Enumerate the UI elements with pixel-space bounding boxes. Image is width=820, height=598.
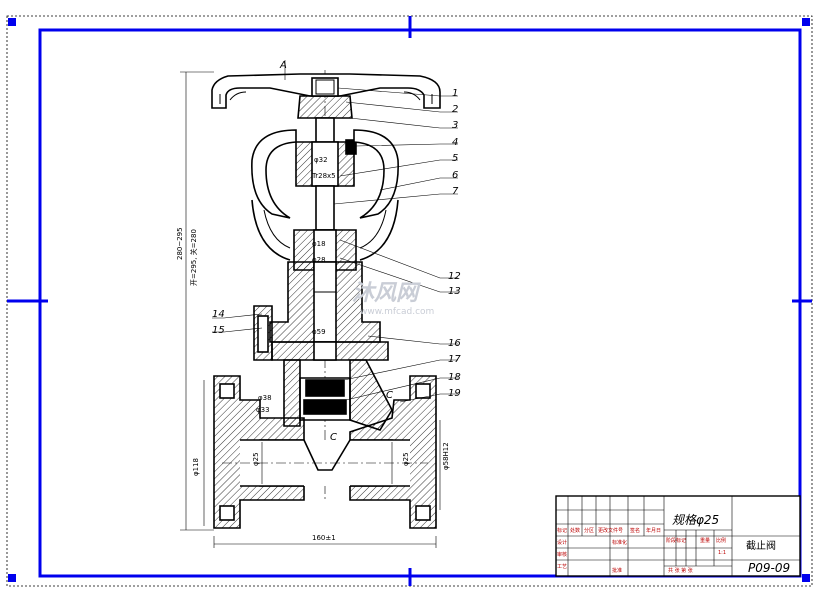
part-number-1: 1: [452, 88, 458, 99]
tb-sheet-label: 共 张 第 张: [668, 567, 693, 574]
watermark: 沐风网 www.mfcad.com: [352, 281, 434, 317]
tb-header-3: 更改文件号: [598, 527, 623, 534]
leader-lines: [212, 87, 458, 403]
part-number-19: 19: [448, 388, 461, 399]
part-number-2: 2: [452, 104, 458, 115]
valve-drawing: [211, 70, 441, 529]
dim-flange-od: φ118: [192, 458, 200, 476]
dim-height-note: 开=295, 关=280: [189, 229, 198, 286]
dim-bore-left: φ25: [252, 452, 260, 466]
title-block: 规格φ25 截止阀 P09-09 1:1 标记 处数 分区 更改文件号 签名 年…: [555, 495, 801, 577]
stem-mid: [315, 185, 335, 231]
dimension-texts: 280~295 开=295, 关=280 φ32 Tr28x5 φ18 φ28 …: [176, 156, 450, 542]
view-mark-a: A: [279, 60, 287, 71]
view-mark-c-right: C: [386, 390, 393, 401]
body-left-wall: [283, 359, 301, 427]
watermark-url: www.mfcad.com: [360, 307, 434, 317]
corner-marks: [8, 18, 810, 582]
centering-marks: [7, 16, 812, 586]
part-numbers: 1 2 3 4 5 6 7 12 13 14 15 16 17 18 19: [212, 88, 461, 399]
yoke: [251, 129, 297, 219]
dim-height-range: 280~295: [176, 227, 184, 260]
part-number-6: 6: [452, 170, 458, 181]
dim-disc2: φ33: [256, 406, 270, 414]
title-block-spec: 规格φ25: [672, 513, 719, 527]
tb-row-1: 审核: [557, 551, 567, 558]
tb-header-5: 年月日: [646, 527, 661, 534]
handwheel-hub: [297, 95, 353, 119]
dim-stem-upper: φ32: [314, 156, 328, 164]
tb-approve-label: 批准: [612, 567, 622, 574]
part-number-3: 3: [452, 120, 458, 131]
dim-disc1: φ38: [258, 394, 272, 402]
title-block-code: P09-09: [748, 561, 790, 575]
tb-weight-label: 重量: [700, 537, 710, 544]
dim-stem-mid1: φ18: [312, 240, 326, 248]
part-number-12: 12: [448, 271, 461, 282]
part-number-18: 18: [448, 372, 461, 383]
dim-stem-mid2: φ28: [312, 256, 326, 264]
part-number-7: 7: [452, 186, 459, 197]
part-number-13: 13: [448, 286, 461, 297]
tb-scale-label: 比例: [716, 537, 726, 544]
part-number-4: 4: [452, 137, 458, 148]
title-block-scale: 1:1: [718, 550, 726, 556]
dimension-lines: [180, 60, 441, 548]
tb-row-0: 设计: [557, 539, 567, 546]
tb-header-2: 分区: [584, 527, 594, 534]
dim-length: 160±1: [312, 534, 336, 542]
title-block-name: 截止阀: [746, 539, 776, 552]
dim-flange-pcd: φ58H12: [442, 442, 450, 470]
tb-header-4: 签名: [630, 527, 640, 534]
tb-header-1: 处数: [570, 527, 580, 534]
part-number-14: 14: [212, 309, 225, 320]
part-number-17: 17: [448, 354, 461, 365]
dim-bonnet: φ59: [312, 328, 326, 336]
tb-header-0: 标记: [557, 527, 567, 534]
part-number-16: 16: [448, 338, 461, 349]
part-number-5: 5: [452, 153, 458, 164]
tb-row-2: 工艺: [557, 564, 567, 570]
part-number-15: 15: [212, 325, 225, 336]
drawing-frame: [38, 28, 802, 578]
tb-stage-label: 阶段标记: [666, 537, 686, 544]
watermark-brand: 沐风网: [352, 281, 421, 306]
view-mark-c-bottom: C: [330, 432, 337, 443]
tb-std-label: 标准化: [612, 539, 627, 546]
dim-bore-right: φ25: [402, 452, 410, 466]
dim-stem-thread: Tr28x5: [311, 172, 336, 180]
